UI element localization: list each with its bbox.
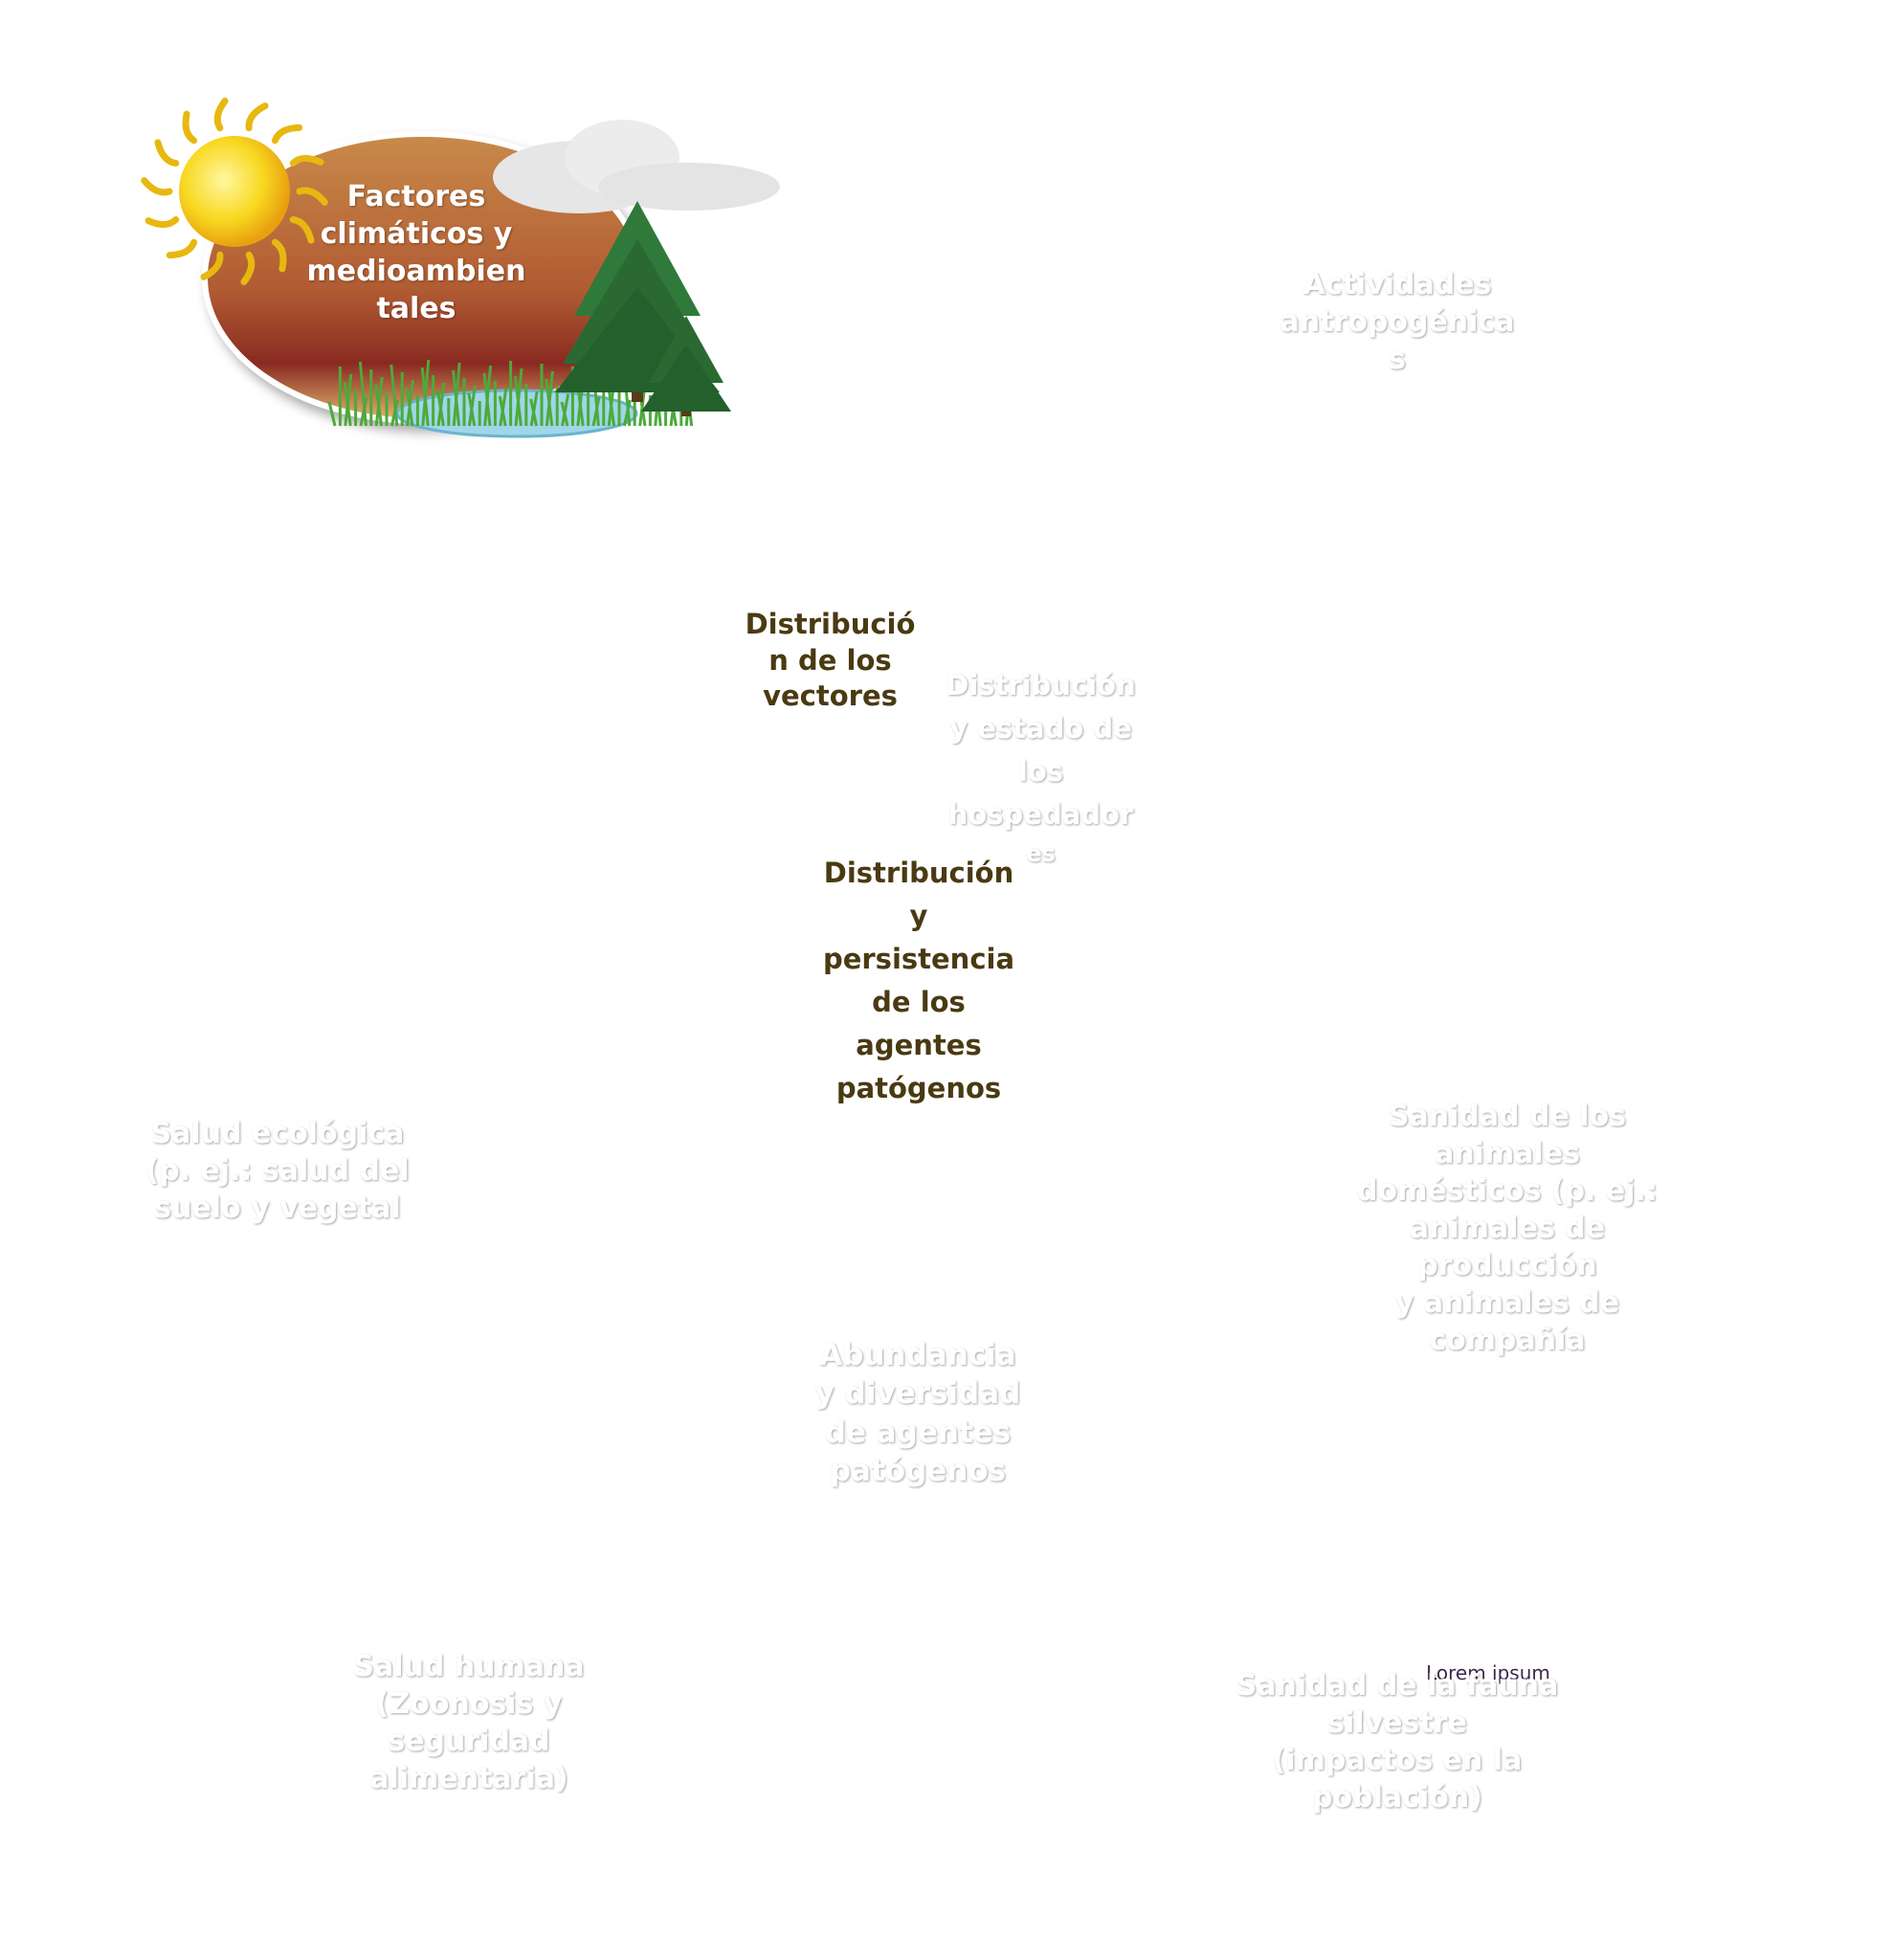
sun-ray [289, 216, 315, 244]
sun-ray [154, 139, 180, 167]
domestic-label: Sanidad de los animales domésticos (p. e… [1316, 1098, 1699, 1359]
center-line: patógenos [829, 1453, 1007, 1488]
sun-ray [271, 238, 287, 273]
pathogens-dist-line: de los [872, 985, 966, 1018]
hosts-line: Distribución [946, 669, 1136, 702]
domestic-line: y animales de compañía [1394, 1286, 1620, 1357]
climate-line: tales [376, 292, 456, 325]
sun-ray [166, 238, 198, 259]
vectors-line: n de los [768, 643, 892, 677]
grass-blade [358, 361, 367, 427]
center-line: de agentes [824, 1414, 1012, 1450]
sun-ray [213, 98, 229, 132]
human-line: seguridad [388, 1725, 550, 1758]
climate-label: Factores climáticos y medioambien tales [278, 178, 555, 327]
pathogens-dist-line: agentes [856, 1028, 982, 1061]
grass-blade [374, 384, 384, 427]
wildlife-line: silvestre [1327, 1706, 1467, 1740]
domestic-line: domésticos (p. ej.: [1357, 1174, 1658, 1208]
sun-ray [200, 251, 224, 280]
ecological-line: (p. ej.: salud del [145, 1154, 410, 1188]
hosts-line: los [1017, 754, 1064, 788]
cloud-icon [493, 120, 780, 213]
center-line: Abundancia [819, 1338, 1016, 1372]
anthropogenic-label: Actividades antropogénica s [1249, 266, 1546, 378]
hosts-label: Distribución y estado de los hospedador … [933, 664, 1148, 872]
human-label: Salud humana (Zoonosis y seguridad alime… [316, 1648, 622, 1797]
sun-ray [182, 110, 198, 145]
hosts-line: es [1026, 839, 1056, 867]
sun-ray [289, 154, 324, 167]
ecological-label: Salud ecológica (p. ej.: salud del suelo… [105, 1115, 450, 1227]
pathogens-dist-line: patógenos [835, 1071, 1002, 1104]
grass-blade [545, 378, 554, 427]
sun-ray [245, 102, 269, 132]
grass-blade [561, 393, 570, 427]
grass-blade [435, 390, 445, 427]
climate-line: climáticos y [320, 217, 513, 251]
sun-ray [271, 123, 303, 145]
grass-blade [327, 401, 337, 427]
grass-blade [513, 375, 523, 427]
grass-blade [498, 395, 507, 427]
wildlife-label: Sanidad de la fauna silvestre (impactos … [1225, 1667, 1569, 1816]
human-line: alimentaria) [369, 1762, 568, 1795]
anthropogenic-line: antropogénica [1280, 305, 1515, 339]
center-label: Abundancia y diversidad de agentes patóg… [766, 1336, 1070, 1490]
grass-blade [467, 392, 477, 427]
pathogens-dist-label: Distribución y persistencia de los agent… [799, 852, 1038, 1110]
hosts-line: y estado de [949, 711, 1132, 745]
grass-blade [405, 387, 414, 427]
climate-line: Factores [346, 180, 486, 213]
sun-ray [296, 187, 328, 206]
pathogens-dist-line: persistencia [822, 942, 1015, 975]
climate-line: medioambien [306, 255, 526, 288]
anthropogenic-line: s [1389, 343, 1406, 376]
grass-blade [390, 364, 399, 427]
grass-blade [482, 372, 492, 427]
sun-icon [141, 98, 328, 285]
pathogens-dist-line: Distribución [823, 857, 1014, 889]
wildlife-placeholder: Lorem ipsum [1426, 1661, 1550, 1684]
vectors-line: Distribució [745, 608, 916, 640]
human-line: Salud humana [353, 1650, 585, 1683]
ecological-line: Salud ecológica [150, 1117, 405, 1150]
domestic-line: Sanidad de los animales [1388, 1100, 1627, 1170]
grass-blade [452, 369, 461, 427]
sun-ray [145, 216, 180, 229]
grass-blade [529, 398, 539, 427]
grass-blade [420, 367, 430, 427]
sun-ray [240, 251, 256, 285]
wildlife-line: (impactos en la [1272, 1744, 1523, 1777]
human-line: (Zoonosis y [375, 1687, 563, 1721]
hosts-line: hospedador [947, 797, 1134, 831]
vectors-line: vectores [763, 679, 898, 713]
sun-ray [141, 177, 173, 196]
ecological-line: suelo y vegetal [154, 1192, 401, 1225]
wildlife-line: población) [1312, 1781, 1482, 1815]
wildlife-line: Sanidad de la fauna [1235, 1669, 1559, 1703]
domestic-line: animales de producción [1409, 1212, 1606, 1282]
anthropogenic-line: Actividades [1302, 268, 1492, 301]
grass-blade [560, 401, 569, 427]
tree-icon [555, 201, 731, 416]
grass-blade [343, 381, 352, 427]
pathogens-dist-line: y [909, 899, 928, 932]
center-line: y diversidad [814, 1376, 1021, 1412]
vectors-label: Distribució n de los vectores [723, 607, 938, 715]
